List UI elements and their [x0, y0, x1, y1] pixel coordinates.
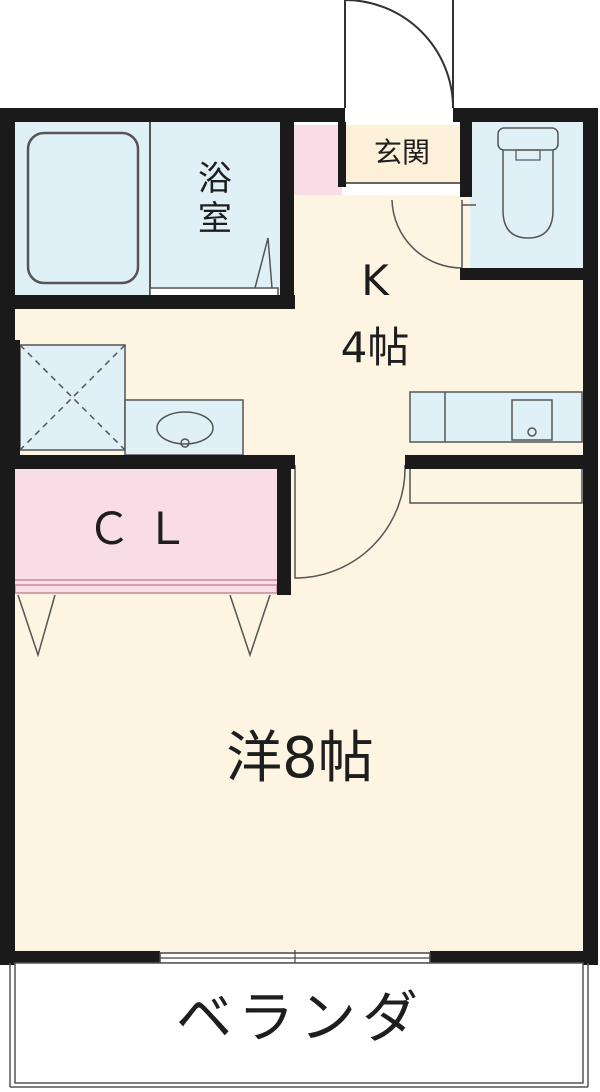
vanity: [124, 399, 244, 456]
western-room-label: 洋8帖: [226, 726, 374, 791]
room-door: [294, 464, 406, 579]
toilet-floor: [470, 122, 585, 272]
kitchen-counter: [409, 391, 583, 443]
bath-label: 浴室: [191, 160, 232, 240]
pink-storage: [290, 125, 342, 195]
closet-floor: [15, 468, 277, 588]
walls: [0, 108, 598, 965]
kitchen-label: K: [361, 256, 389, 305]
toilet-bowl: [502, 150, 554, 239]
veranda-outline: [14, 962, 584, 1084]
entrance-door: [344, 0, 454, 109]
kitchen-sink: [511, 399, 553, 441]
closet-door-left: [17, 594, 56, 658]
toilet-door: [391, 199, 463, 269]
closet-label: ＣＬ: [87, 504, 203, 555]
veranda-label: ベランダ: [176, 986, 424, 1051]
bathtub: [26, 131, 140, 285]
closet-door-right: [229, 594, 271, 658]
kitchen-size-label: 4帖: [340, 323, 410, 372]
entrance-floor: [342, 125, 462, 183]
entrance-label: 玄関: [373, 136, 430, 169]
